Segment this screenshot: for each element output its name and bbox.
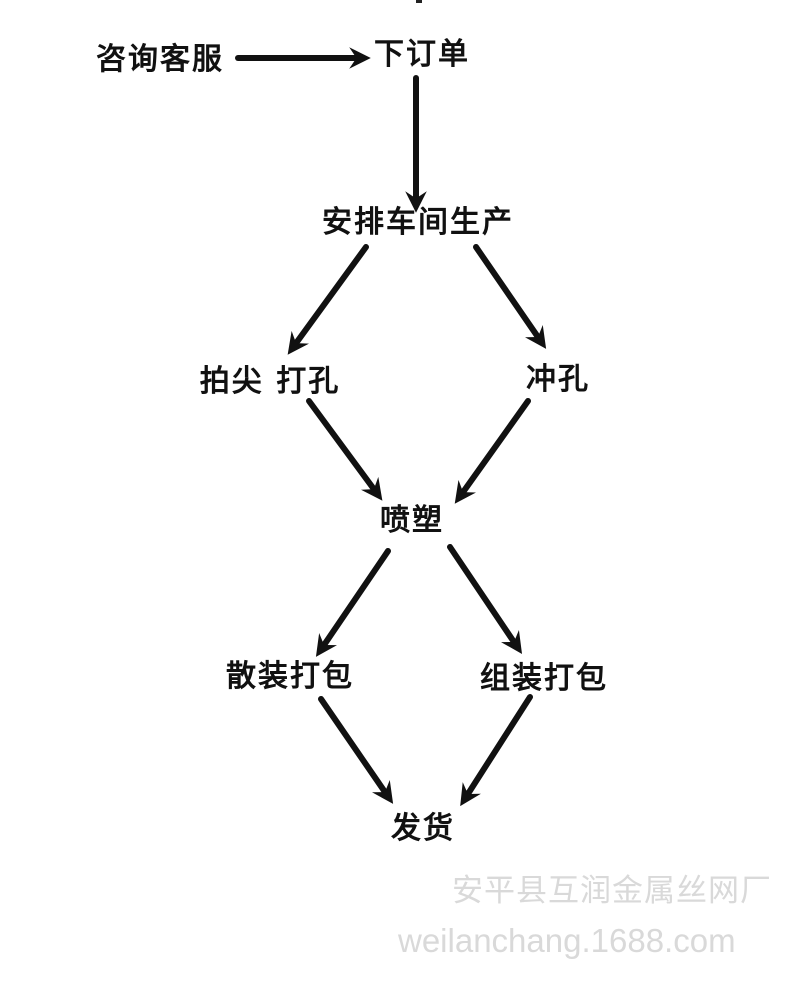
arrow-bulkpack-to-ship: [318, 696, 394, 804]
node-punch: 冲孔: [526, 362, 590, 397]
watermark-url: weilanchang.1688.com: [398, 922, 736, 959]
node-arrange-production: 安排车间生产: [322, 205, 514, 240]
arrow-arrange-to-tipdrill: [287, 244, 369, 355]
node-spray: 喷塑: [380, 503, 444, 538]
node-ship: 发货: [391, 811, 455, 846]
node-tip-drill: 拍尖 打孔: [199, 364, 341, 399]
arrow-spray-to-bulkpack: [315, 548, 391, 657]
arrow-spray-to-assembledpack: [447, 544, 523, 654]
top-edge-mark: [416, 0, 422, 3]
arrow-assembledpack-to-ship: [460, 694, 533, 807]
node-consult: 咨询客服: [96, 42, 224, 77]
node-assembled-pack: 组装打包: [480, 661, 608, 696]
node-bulk-pack: 散装打包: [226, 659, 354, 694]
node-order: 下订单: [374, 37, 470, 72]
arrow-punch-to-spray: [454, 398, 531, 504]
arrow-arrange-to-punch: [473, 244, 547, 349]
arrow-tipdrill-to-spray: [306, 398, 383, 501]
watermark-company: 安平县互润金属丝网厂: [452, 873, 772, 908]
